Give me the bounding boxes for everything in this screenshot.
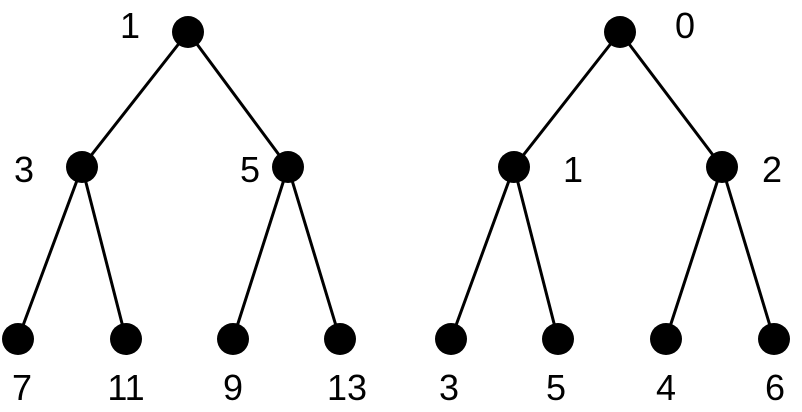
- right-tree-leaf-4-label: 6: [765, 367, 785, 408]
- left-tree-right-child-node: [272, 151, 304, 183]
- left-tree-leaf-1-label: 7: [12, 367, 32, 408]
- left-tree-leaf-2-label: 11: [107, 367, 144, 408]
- right-tree-right-child-label: 2: [762, 149, 782, 190]
- left-tree-leaf-3-label: 9: [223, 367, 243, 408]
- right-tree-leaf-2-node: [542, 323, 574, 355]
- right-tree-edge-left-leaf2: [512, 165, 560, 341]
- right-tree-edge-right-leaf3: [664, 165, 724, 341]
- left-tree: 1 3 5 7 11 9 13: [2, 5, 367, 408]
- right-tree-edge-right-leaf4: [720, 165, 776, 341]
- right-tree-left-child-label: 1: [563, 149, 583, 190]
- right-tree-edge-root-right: [618, 30, 724, 169]
- left-tree-root-label: 1: [120, 5, 140, 46]
- right-tree-root-label: 0: [675, 5, 695, 46]
- left-tree-edge-root-right: [186, 30, 290, 169]
- left-tree-root-node: [172, 16, 204, 48]
- right-tree-leaf-1-node: [435, 323, 467, 355]
- right-tree-leaf-2-label: 5: [546, 367, 566, 408]
- left-tree-right-child-label: 5: [240, 149, 260, 190]
- left-tree-left-child-label: 3: [14, 149, 34, 190]
- left-tree-leaf-3-node: [217, 323, 249, 355]
- right-tree-leaf-1-label: 3: [439, 367, 459, 408]
- right-tree-leaf-4-node: [758, 323, 790, 355]
- left-tree-edge-right-leaf3: [231, 165, 290, 341]
- right-tree-right-child-node: [706, 151, 738, 183]
- right-tree-leaf-3-label: 4: [656, 367, 676, 408]
- left-tree-edge-left-leaf2: [80, 165, 128, 341]
- right-tree-edge-root-left: [512, 30, 622, 169]
- right-tree-left-child-node: [498, 151, 530, 183]
- left-tree-edge-left-leaf1: [16, 165, 84, 341]
- right-tree-edge-left-leaf1: [449, 165, 516, 341]
- left-tree-leaf-4-label: 13: [327, 367, 367, 408]
- right-tree-leaf-3-node: [650, 323, 682, 355]
- left-tree-leaf-4-node: [324, 323, 356, 355]
- left-tree-edge-root-left: [80, 30, 190, 169]
- left-tree-edge-right-leaf4: [286, 165, 342, 341]
- left-tree-leaf-1-node: [2, 323, 34, 355]
- right-tree: 0 1 2 3 5 4 6: [435, 5, 790, 408]
- right-tree-root-node: [604, 16, 636, 48]
- left-tree-leaf-2-node: [110, 323, 142, 355]
- left-tree-left-child-node: [66, 151, 98, 183]
